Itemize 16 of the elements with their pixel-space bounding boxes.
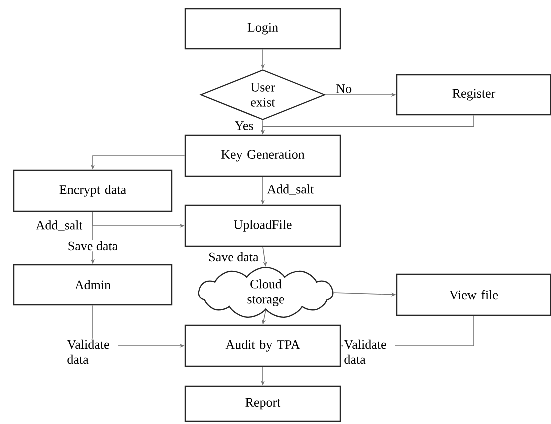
process-box: View file bbox=[396, 274, 551, 316]
process-box: Register bbox=[396, 74, 551, 116]
edge-label: Add_salt bbox=[266, 184, 316, 196]
edge-label: Validate data bbox=[343, 338, 396, 366]
edge-label: Yes bbox=[234, 120, 255, 132]
process-box: Report bbox=[184, 386, 342, 422]
edge-label: Add_salt bbox=[34, 220, 84, 232]
process-box: UploadFile bbox=[184, 204, 342, 248]
edge-label: Save data bbox=[208, 251, 260, 263]
process-box: Admin bbox=[13, 264, 173, 306]
process-box: Encrypt data bbox=[13, 170, 173, 212]
edge-label: No bbox=[335, 84, 354, 94]
process-box: Key Generation bbox=[184, 134, 342, 178]
edge-label: Validate data bbox=[66, 338, 118, 366]
process-box: Login bbox=[184, 8, 342, 50]
edge-label: Save data bbox=[66, 240, 120, 252]
